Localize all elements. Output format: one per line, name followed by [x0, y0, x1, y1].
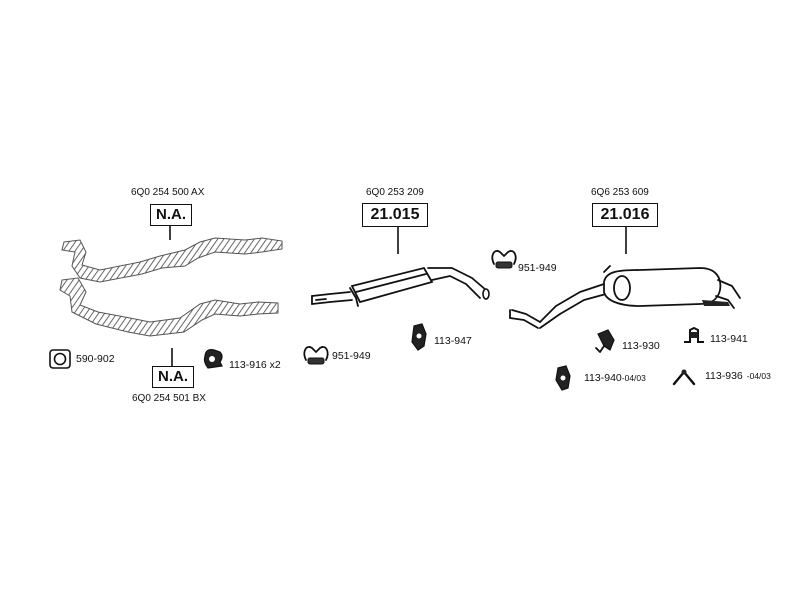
- clamp-top-label: 951-949: [518, 262, 557, 274]
- rear-silencer-part-box[interactable]: 21.016: [592, 203, 658, 227]
- hanger-940-date: -04/03: [621, 373, 646, 383]
- middle-silencer-part-box[interactable]: 21.015: [362, 203, 428, 227]
- middle-silencer-oe-number: 6Q0 253 209: [366, 187, 424, 198]
- gasket-label: 590-902: [76, 353, 115, 365]
- hanger-941-label: 113-941: [710, 333, 748, 345]
- manifold-front-na-box: N.A.: [150, 204, 192, 226]
- manifold-front-oe-number: 6Q0 254 500 AX: [131, 187, 205, 198]
- rear-silencer-assembly: [509, 226, 741, 329]
- manifold-front-pipe: [61, 237, 283, 283]
- mount-pair-label: 113-916 x2: [229, 359, 281, 371]
- middle-silencer-assembly: [311, 226, 490, 307]
- rubber-mount-pair-icon: [203, 349, 223, 369]
- hanger-936-label: 113-936-04/03: [705, 370, 771, 382]
- clamp-top-icon: [491, 250, 517, 269]
- hanger-936-icon: [672, 369, 696, 386]
- hanger-941-icon: [684, 326, 704, 343]
- clamp-left-icon: [303, 346, 329, 365]
- gasket-icon: [49, 349, 71, 369]
- hanger-930-label: 113-930: [622, 340, 660, 352]
- hanger-936-date: -04/03: [746, 371, 771, 381]
- rubber-mount-middle-icon: [411, 323, 427, 351]
- manifold-rear-oe-number: 6Q0 254 501 BX: [132, 393, 206, 404]
- rubber-mount-middle-label: 113-947: [434, 335, 472, 347]
- clamp-left-label: 951-949: [332, 350, 371, 362]
- manifold-rear-na-box: N.A.: [152, 366, 194, 388]
- hanger-940-icon: [555, 365, 571, 391]
- rear-silencer-oe-number: 6Q6 253 609: [591, 187, 649, 198]
- hanger-940-label: 113-940-04/03: [584, 372, 646, 384]
- hanger-930-icon: [595, 329, 615, 353]
- manifold-rear-pipe: [59, 277, 279, 337]
